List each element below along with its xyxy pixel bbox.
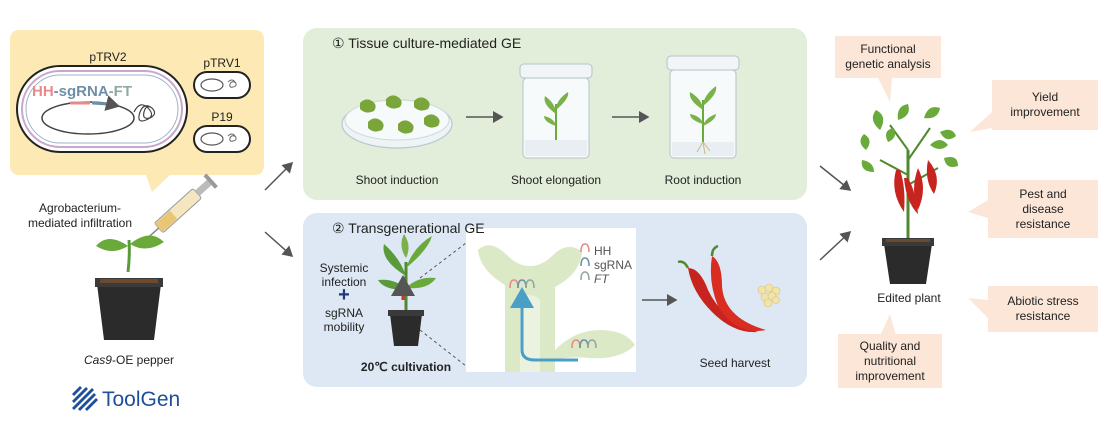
culture-jar-elongation-icon [519, 63, 593, 159]
construct-dash-1: - [53, 83, 59, 100]
pepper-fruit-icon [677, 244, 766, 333]
arrow-to-route2 [264, 231, 294, 257]
pest-l1: Pest and [1019, 186, 1067, 201]
plus-sign: + [338, 284, 350, 306]
step-shoot-induction: Shoot induction [355, 173, 439, 187]
edited-plant-label: Edited plant [877, 291, 941, 305]
callout-tails [878, 78, 992, 336]
agro-label-line2: mediated infiltration [27, 216, 133, 230]
legend-ft: FT [594, 272, 609, 286]
toolgen-logo-text: ToolGen [102, 388, 181, 411]
callout-pest: Pest and disease resistance [988, 180, 1098, 238]
pest-l3: resistance [1015, 216, 1071, 231]
agro-label-line1: Agrobacterium- [38, 201, 122, 215]
systemic-line2: infection [321, 275, 367, 289]
callout-abiotic: Abiotic stress resistance [988, 286, 1098, 332]
step-shoot-elongation: Shoot elongation [510, 173, 602, 187]
arrow-route2-to-plant [819, 230, 852, 261]
construct-sgrna: sgRNA [58, 83, 109, 100]
syringe-icon [144, 173, 218, 241]
plasmid-panel [10, 30, 264, 192]
edited-pepper-plant-icon [860, 104, 958, 284]
quality-l1: Quality and [859, 338, 921, 353]
zoom-line-bottom [419, 329, 467, 367]
systemic-line1: Systemic [319, 261, 369, 275]
arrow-to-route1 [264, 161, 294, 191]
construct-label: HH-sgRNA-FT [32, 83, 132, 100]
seeds-icon [757, 283, 781, 308]
sgrna-line2: mobility [323, 320, 365, 334]
pest-l2: disease [1022, 201, 1064, 216]
cas9-rest: -OE pepper [111, 353, 175, 367]
ptrv2-label: pTRV2 [89, 50, 127, 64]
culture-jar-root-icon [666, 55, 740, 159]
functional-l2: genetic analysis [845, 57, 931, 71]
infected-plant-icon [378, 234, 436, 346]
cas9-italic: Cas9 [83, 353, 112, 367]
arrow-route1-to-plant [819, 165, 852, 191]
cas9-pepper-label: Cas9-OE pepper [84, 353, 174, 367]
callout-functional: Functional genetic analysis [835, 36, 941, 78]
legend-sgrna: sgRNA [594, 258, 633, 272]
ptrv1-label: pTRV1 [203, 56, 241, 70]
construct-dash-2: - [108, 83, 114, 100]
toolgen-logo-icon [72, 386, 98, 411]
yield-l1: Yield [1031, 90, 1059, 104]
construct-hh: HH [31, 83, 54, 100]
abiotic-l1: Abiotic stress [1007, 294, 1079, 308]
seedling-pot-icon [95, 235, 164, 340]
callout-quality: Quality and nutritional improvement [838, 334, 942, 388]
cultivation-label: 20℃ cultivation [360, 360, 452, 374]
legend-hh: HH [594, 244, 612, 258]
callout-yield: Yield improvement [992, 80, 1098, 130]
construct-ft: FT [113, 83, 133, 100]
seed-harvest-label: Seed harvest [699, 356, 771, 370]
petri-dish-icon [341, 95, 453, 149]
functional-l1: Functional [860, 42, 916, 56]
route2-title: ② Transgenerational GE [332, 220, 485, 236]
route1-title: ① Tissue culture-mediated GE [332, 35, 522, 51]
zoom-line-top [419, 242, 467, 279]
quality-l3: improvement [855, 368, 925, 383]
quality-l2: nutritional [863, 353, 917, 368]
meristem-zoom-box [466, 228, 636, 372]
step-root-induction: Root induction [664, 173, 742, 187]
yield-l2: improvement [1010, 105, 1080, 119]
sgrna-line1: sgRNA [324, 306, 364, 320]
abiotic-l2: resistance [1015, 309, 1071, 323]
p19-label: P19 [211, 110, 233, 124]
